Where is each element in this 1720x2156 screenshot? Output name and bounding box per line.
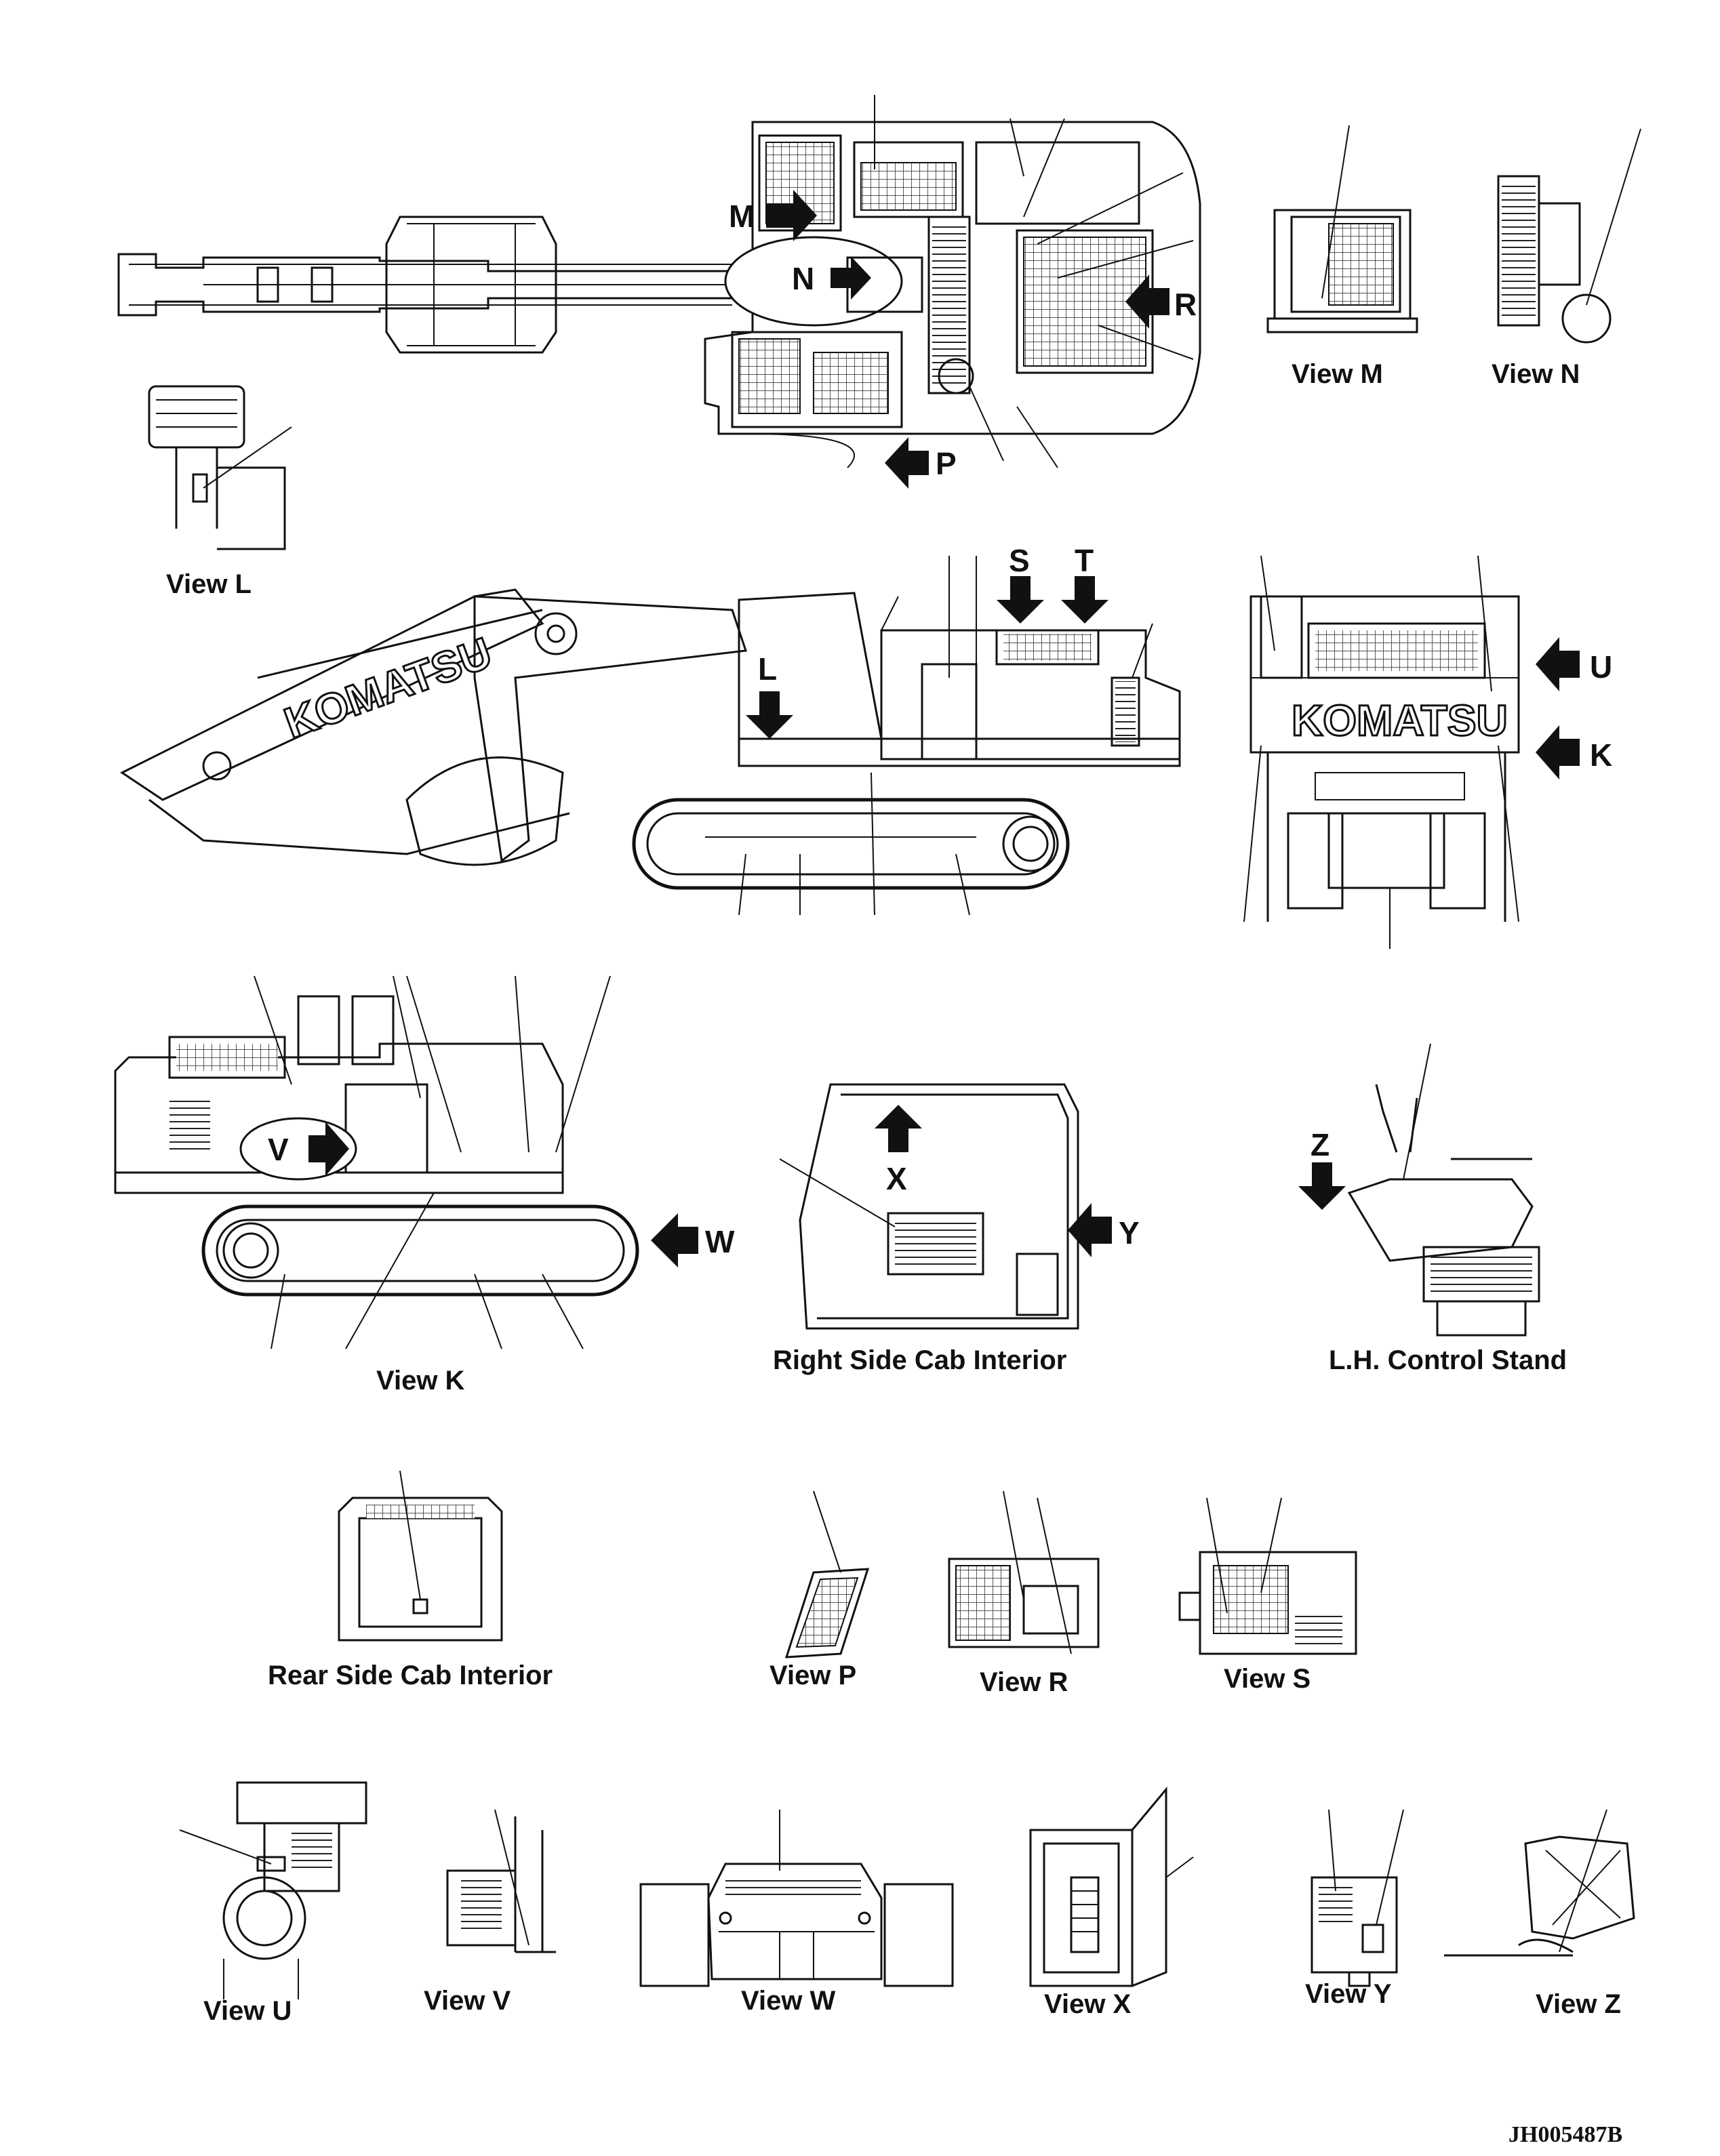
- label-lh-control-stand: L.H. Control Stand: [1329, 1345, 1567, 1375]
- arrow-v: V: [239, 1117, 357, 1181]
- svg-text:W: W: [705, 1224, 735, 1259]
- arrow-y: Y: [1068, 1203, 1140, 1257]
- svg-text:L: L: [758, 651, 777, 687]
- label-view-r: View R: [980, 1667, 1068, 1697]
- label-view-v: View V: [424, 1986, 511, 2016]
- svg-text:Z: Z: [1311, 1127, 1329, 1162]
- view-w-figure: View W: [639, 1810, 954, 2016]
- svg-text:V: V: [268, 1132, 289, 1167]
- view-k-figure: View K: [114, 975, 639, 1396]
- label-view-k: View K: [376, 1366, 465, 1396]
- view-l-figure: View L: [148, 385, 292, 599]
- label-view-l: View L: [166, 569, 252, 599]
- right-side-cab-interior-figure: [779, 1083, 1079, 1330]
- svg-text:S: S: [1009, 543, 1030, 578]
- view-y-figure: View Y: [1305, 1809, 1404, 2009]
- label-view-x: View X: [1044, 1989, 1132, 2019]
- arrow-s: S: [997, 543, 1044, 624]
- label-view-n: View N: [1492, 359, 1580, 389]
- drawing-code: JH005487B: [1508, 2122, 1622, 2147]
- arrow-r: R: [1125, 274, 1197, 329]
- rear-side-cab-interior-figure: Rear Side Cab Interior: [268, 1470, 553, 1690]
- arrow-m: M: [729, 190, 817, 241]
- svg-text:M: M: [729, 199, 755, 234]
- label-view-m: View M: [1292, 359, 1383, 389]
- label-view-s: View S: [1224, 1664, 1311, 1694]
- arrow-t: T: [1061, 543, 1108, 624]
- view-r-figure: View R: [948, 1490, 1100, 1697]
- svg-text:Y: Y: [1119, 1215, 1140, 1250]
- view-m-figure: View M: [1266, 125, 1418, 389]
- view-z-figure: View Z: [1444, 1809, 1635, 2019]
- svg-text:K: K: [1590, 737, 1612, 773]
- view-p-figure: View P: [769, 1490, 870, 1690]
- rear-view-excavator: KOMATSU: [1243, 555, 1520, 949]
- label-view-u: View U: [203, 1996, 292, 2026]
- svg-text:N: N: [792, 261, 814, 296]
- svg-text:U: U: [1590, 649, 1612, 685]
- svg-text:P: P: [936, 446, 957, 481]
- arrow-x: X: [875, 1105, 922, 1196]
- label-view-w: View W: [741, 1986, 836, 2016]
- view-s-figure: View S: [1178, 1497, 1357, 1694]
- label-view-z: View Z: [1536, 1989, 1621, 2019]
- view-u-figure: View U: [179, 1781, 367, 2026]
- svg-text:R: R: [1174, 287, 1197, 322]
- brand-text-rear: KOMATSU: [1292, 696, 1508, 745]
- arrow-k: K: [1536, 725, 1612, 779]
- view-x-figure: View X: [1029, 1786, 1194, 2019]
- view-n-figure: View N: [1492, 128, 1641, 389]
- label-rear-side-cab-interior: Rear Side Cab Interior: [268, 1661, 553, 1690]
- top-view-excavator: [117, 95, 1201, 468]
- arrow-l: L: [746, 651, 793, 739]
- arrow-z: Z: [1298, 1127, 1346, 1210]
- arrow-w: W: [651, 1213, 735, 1267]
- label-view-y: View Y: [1305, 1979, 1392, 2009]
- arrow-p: P: [885, 437, 957, 489]
- svg-text:X: X: [886, 1161, 907, 1196]
- svg-text:T: T: [1075, 543, 1094, 578]
- lh-control-stand-figure: [1347, 1043, 1540, 1337]
- arrow-u: U: [1536, 637, 1612, 691]
- arrow-n: N: [792, 256, 871, 300]
- label-right-side-cab-interior: Right Side Cab Interior: [773, 1345, 1066, 1375]
- view-v-figure: View V: [424, 1809, 556, 2016]
- label-view-p: View P: [769, 1661, 856, 1690]
